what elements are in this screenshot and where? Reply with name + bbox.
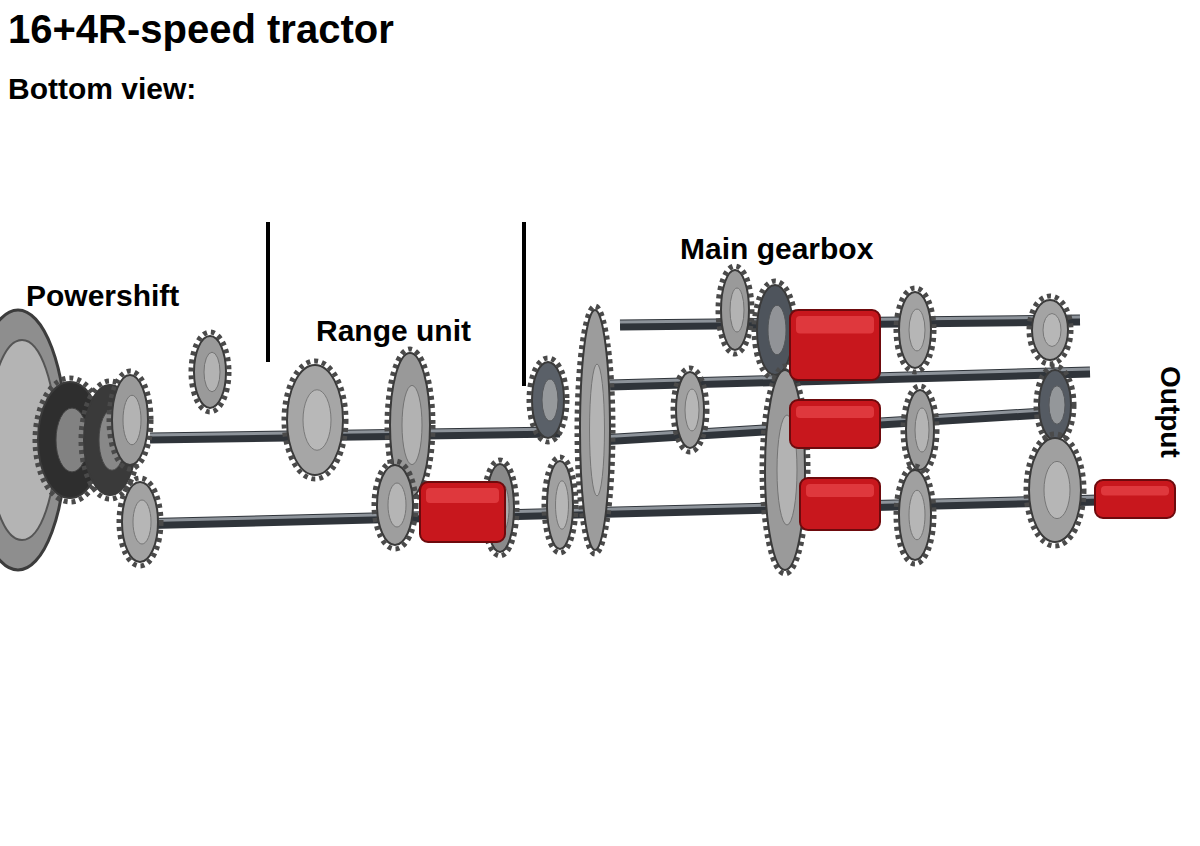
gear-teeth bbox=[109, 371, 151, 469]
gear-hub bbox=[1044, 461, 1070, 518]
gear bbox=[577, 306, 613, 554]
gear bbox=[284, 361, 346, 479]
gear-body bbox=[287, 365, 343, 475]
gear-body bbox=[580, 310, 610, 550]
gear-body bbox=[721, 270, 749, 350]
gear-hub bbox=[909, 490, 925, 540]
gear-hub bbox=[915, 408, 929, 452]
gear-hub bbox=[388, 483, 406, 527]
section-divider bbox=[522, 222, 526, 386]
gear-teeth bbox=[762, 366, 808, 574]
gear bbox=[718, 266, 752, 354]
gear-hub bbox=[590, 364, 605, 496]
gear bbox=[109, 371, 151, 469]
gear bbox=[374, 461, 416, 549]
driving-ring-body bbox=[790, 310, 880, 380]
gear bbox=[119, 478, 161, 566]
gear-body bbox=[906, 390, 934, 470]
axle-highlight bbox=[150, 429, 560, 435]
gear-hub bbox=[303, 390, 331, 451]
gear-hub bbox=[1043, 314, 1061, 347]
gear-teeth bbox=[718, 266, 752, 354]
axle-highlight bbox=[130, 497, 1100, 521]
gear-teeth bbox=[896, 288, 934, 372]
gear-body bbox=[1032, 300, 1068, 360]
driving-ring-body bbox=[800, 478, 880, 530]
gear-train bbox=[0, 266, 1175, 574]
driving-ring-body bbox=[420, 482, 505, 542]
gear-body bbox=[377, 465, 413, 545]
driving-ring bbox=[800, 478, 880, 530]
gear-hub bbox=[556, 481, 569, 529]
driving-ring-body bbox=[1095, 480, 1175, 518]
gear-hub bbox=[730, 288, 744, 332]
gear-body bbox=[676, 372, 704, 448]
gear-teeth bbox=[529, 358, 567, 442]
gear bbox=[896, 466, 934, 564]
gear bbox=[673, 368, 707, 452]
gear-body bbox=[1039, 370, 1071, 440]
gear bbox=[1036, 366, 1074, 444]
section-divider bbox=[266, 222, 270, 362]
gear-hub bbox=[685, 389, 699, 431]
gear bbox=[903, 386, 937, 474]
driving-ring bbox=[1095, 480, 1175, 518]
gear-hub bbox=[133, 500, 151, 544]
gear-teeth bbox=[374, 461, 416, 549]
section-label: Main gearbox bbox=[680, 232, 873, 267]
gear-hub bbox=[909, 309, 925, 351]
driving-ring-shine bbox=[1101, 486, 1169, 496]
output-label: Output bbox=[1154, 366, 1186, 458]
gear bbox=[529, 358, 567, 442]
driving-ring bbox=[790, 400, 880, 448]
gear-teeth bbox=[903, 386, 937, 474]
gear-teeth bbox=[577, 306, 613, 554]
gear-hub bbox=[1049, 386, 1065, 425]
diagram-title: 16+4R-speed tractor bbox=[8, 6, 394, 52]
axle bbox=[130, 500, 1100, 524]
driving-ring-shine bbox=[806, 484, 874, 497]
gear-body bbox=[899, 292, 931, 368]
gear-body bbox=[112, 375, 148, 465]
gear-teeth bbox=[1029, 296, 1071, 364]
gear bbox=[762, 366, 808, 574]
gear bbox=[896, 288, 934, 372]
gear-body bbox=[547, 461, 573, 549]
driving-ring bbox=[420, 482, 505, 542]
gear-teeth bbox=[673, 368, 707, 452]
gear-teeth bbox=[544, 457, 576, 553]
gear-body bbox=[899, 470, 931, 560]
gear bbox=[1029, 296, 1071, 364]
gear-teeth bbox=[191, 332, 229, 412]
gear bbox=[191, 332, 229, 412]
gear-hub bbox=[542, 379, 558, 421]
gear-teeth bbox=[1026, 434, 1084, 546]
gear bbox=[1026, 434, 1084, 546]
gear bbox=[544, 457, 576, 553]
driving-ring-shine bbox=[796, 316, 874, 334]
gear-body bbox=[757, 285, 793, 375]
driving-ring bbox=[790, 310, 880, 380]
gear-hub bbox=[123, 395, 141, 445]
section-label: Range unit bbox=[316, 314, 471, 349]
driving-ring-shine bbox=[796, 406, 874, 418]
gear-hub bbox=[402, 385, 422, 464]
gear-body bbox=[122, 482, 158, 562]
gear-teeth bbox=[1036, 366, 1074, 444]
gear-teeth bbox=[284, 361, 346, 479]
gear-body bbox=[194, 336, 226, 408]
gear-body bbox=[532, 362, 564, 438]
gear-hub bbox=[204, 352, 220, 392]
driving-ring-shine bbox=[426, 488, 499, 503]
gear-hub bbox=[768, 305, 786, 355]
gear-teeth bbox=[119, 478, 161, 566]
view-note: Bottom view: bbox=[8, 72, 196, 107]
driving-ring-body bbox=[790, 400, 880, 448]
gear-body bbox=[1029, 438, 1081, 542]
section-label: Powershift bbox=[26, 279, 179, 314]
gear-teeth bbox=[896, 466, 934, 564]
